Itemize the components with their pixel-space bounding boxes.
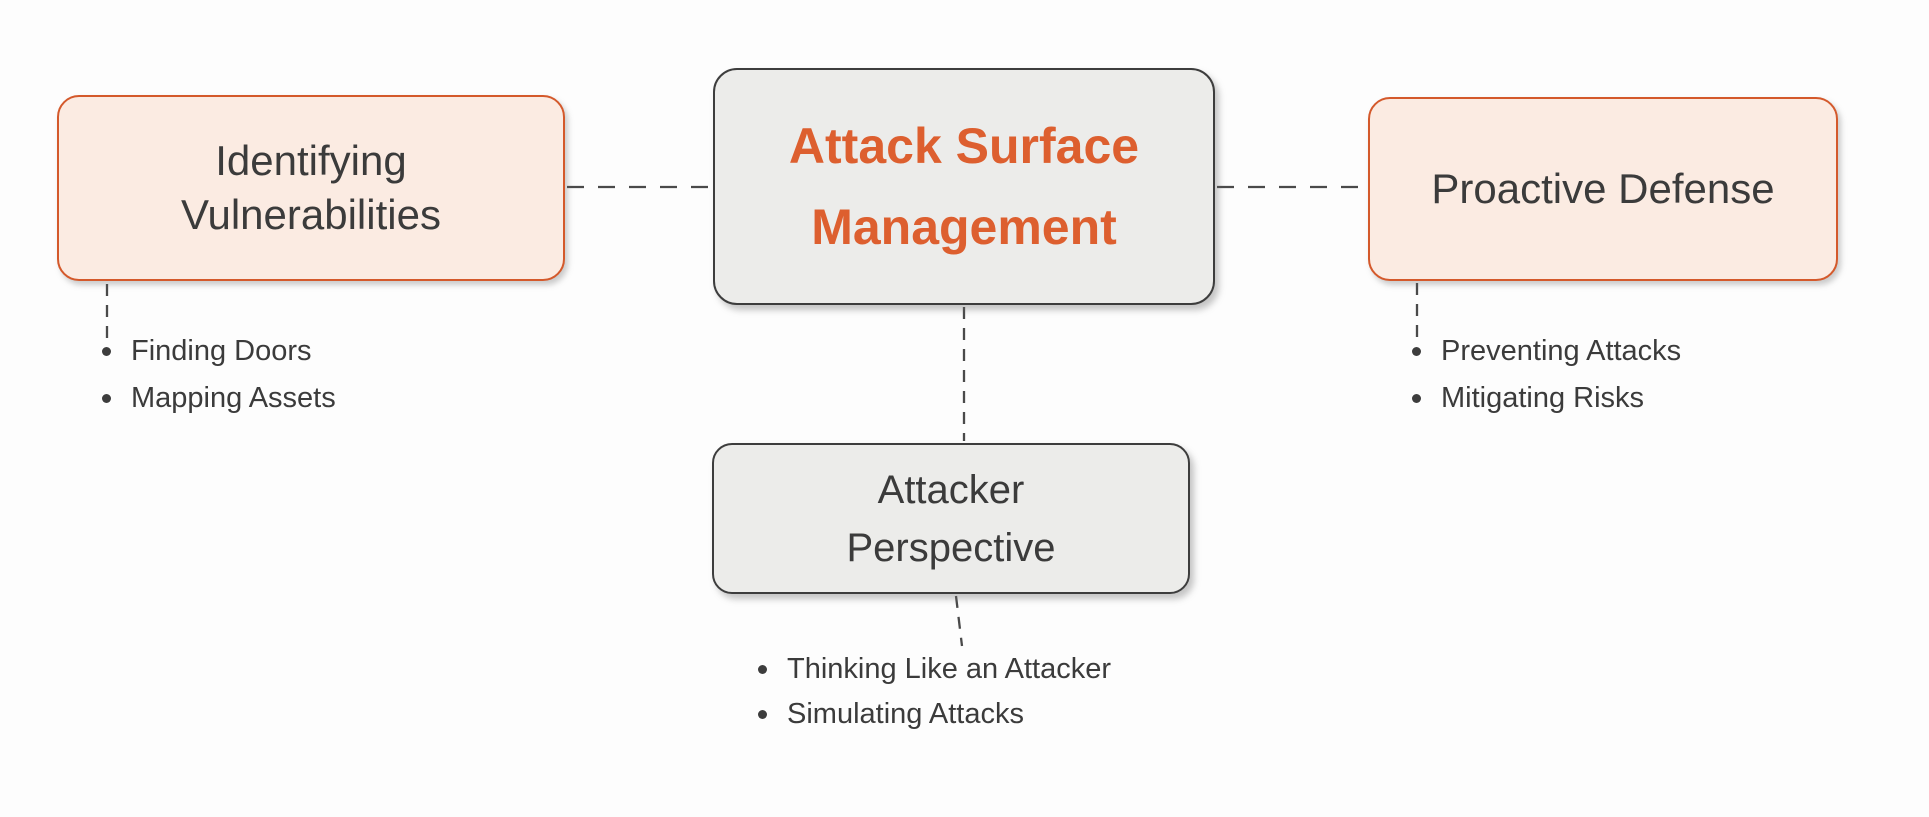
left-node-bullet-list: Finding Doors Mapping Assets — [102, 328, 336, 422]
list-item: Thinking Like an Attacker — [758, 647, 1111, 692]
bullet-dot-icon — [758, 665, 767, 674]
list-item: Mitigating Risks — [1412, 375, 1681, 422]
node-proactive-defense: Proactive Defense — [1368, 97, 1838, 281]
list-item: Simulating Attacks — [758, 692, 1111, 737]
bullet-text: Preventing Attacks — [1441, 335, 1682, 367]
bullet-dot-icon — [1412, 394, 1421, 403]
bullet-dot-icon — [1412, 347, 1421, 356]
bullet-text: Mapping Assets — [131, 382, 336, 414]
bullet-dot-icon — [102, 347, 111, 356]
node-label: Attacker Perspective — [846, 467, 1056, 570]
node-attacker-perspective: Attacker Perspective — [712, 443, 1190, 594]
node-label: Identifying Vulnerabilities — [181, 137, 441, 238]
right-node-bullet-list: Preventing Attacks Mitigating Risks — [1412, 328, 1681, 422]
list-item: Finding Doors — [102, 328, 336, 375]
node-identifying-vulnerabilities: Identifying Vulnerabilities — [57, 95, 565, 281]
bullet-dot-icon — [102, 394, 111, 403]
bullet-dot-icon — [758, 710, 767, 719]
bottom-node-bullet-list: Thinking Like an Attacker Simulating Att… — [758, 647, 1111, 737]
node-attack-surface-management: Attack Surface Management — [713, 68, 1215, 305]
connector-bottom-to-bullets — [954, 595, 964, 647]
diagram-title: Attack Surface Management — [788, 117, 1140, 255]
bullet-text: Thinking Like an Attacker — [787, 653, 1112, 685]
bullet-text: Simulating Attacks — [787, 698, 1024, 730]
bullet-text: Mitigating Risks — [1441, 382, 1645, 414]
list-item: Preventing Attacks — [1412, 328, 1681, 375]
node-label: Proactive Defense — [1431, 165, 1775, 213]
list-item: Mapping Assets — [102, 375, 336, 422]
bullet-text: Finding Doors — [131, 335, 312, 367]
